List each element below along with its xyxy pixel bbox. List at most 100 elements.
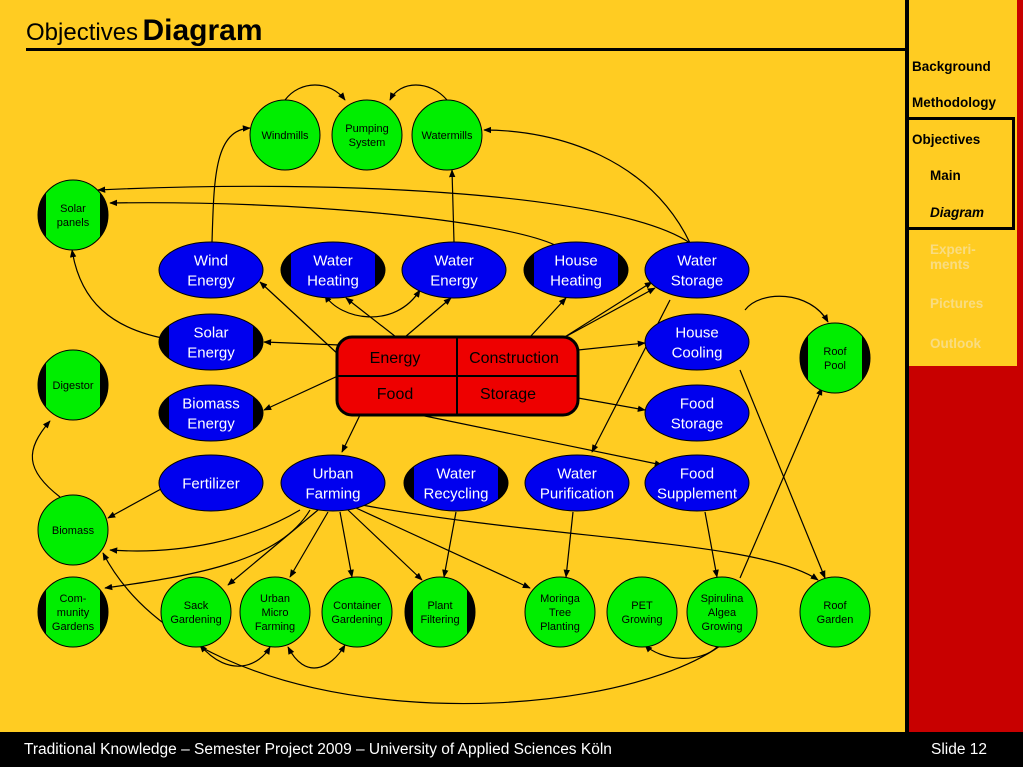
edge-urbanfarming-urbanmicro: [289, 511, 329, 578]
sidebar-panel: [907, 0, 1017, 366]
slide-number: Slide 12: [931, 741, 988, 758]
edge-energy-biomassenergy: [263, 374, 341, 411]
node-digestor-label: Digestor: [53, 380, 94, 392]
node-housecooling-shape: [644, 313, 750, 371]
nav-item-experiments[interactable]: Experi- ments: [930, 242, 976, 272]
edge-construction-waterstorage-2: [559, 281, 653, 341]
sidebar-separator: [905, 0, 909, 732]
edge-urbanfarming-plantfilter: [347, 509, 423, 581]
nav-item-diagram[interactable]: Diagram: [930, 205, 985, 220]
footer-text: Traditional Knowledge – Semester Project…: [24, 741, 612, 758]
node-watermills: Watermills: [411, 99, 483, 171]
edge-spirulina-roofpool: [739, 387, 823, 579]
edge-storage-foodsupplement: [419, 414, 663, 467]
node-container-shape: [321, 576, 393, 648]
edge-biomass-digestor: [31, 420, 61, 498]
page-title: Objectives Diagram: [26, 14, 263, 48]
nav-item-background[interactable]: Background: [912, 59, 991, 74]
node-roofgarden-shape: [799, 576, 871, 648]
edge-househeating-solarpanels: [109, 199, 556, 246]
node-pumping-shape: [331, 99, 403, 171]
node-solarenergy-fill: [169, 314, 253, 370]
node-windmills: Windmills: [249, 99, 321, 171]
node-digestor-fill: [46, 350, 100, 420]
center-cell-construction: Construction: [469, 350, 559, 367]
node-watermills-label: Watermills: [422, 130, 473, 142]
edge-spirulina-pet: [644, 644, 719, 659]
node-waterrecycling-outline: [403, 454, 509, 512]
node-waterstorage-shape: [644, 241, 750, 299]
node-solarpanels-outline: [37, 179, 109, 251]
node-watermills-shape: [411, 99, 483, 171]
node-waterenergy-shape: [401, 241, 507, 299]
edge-watermills-pumping: [389, 84, 448, 101]
title-prefix: Objectives: [26, 19, 139, 46]
node-fertilizer: Fertilizer: [158, 454, 264, 512]
node-waterrecycling-fill: [414, 455, 498, 511]
nav-item-pictures[interactable]: Pictures: [930, 296, 984, 311]
edge-spirulina-biomass: [102, 552, 721, 705]
node-biomassenergy-fill: [169, 385, 253, 441]
footer: Traditional Knowledge – Semester Project…: [0, 732, 1023, 767]
title-underline: [26, 48, 905, 51]
nav-item-outlook[interactable]: Outlook: [930, 336, 981, 351]
node-solarenergy-outline: [158, 313, 264, 371]
edge-waterstorage-watermills: [483, 126, 691, 244]
node-pet-shape: [606, 576, 678, 648]
edge-urbanfarming-sack: [227, 509, 319, 586]
edge-waterstorage-solarpanels: [97, 185, 691, 244]
edge-windenergy-windmills: [211, 125, 251, 243]
edge-solarenergy-solarpanels: [69, 249, 174, 341]
node-waterheating-outline: [280, 241, 386, 299]
node-biomass-shape: [37, 494, 109, 566]
nav-item-objectives[interactable]: Objectives: [912, 132, 981, 147]
sidebar: [905, 0, 1023, 732]
node-digestor-outline: [37, 349, 109, 421]
node-roofpool-outline: [799, 322, 871, 394]
node-urbanmicro-shape: [239, 576, 311, 648]
edge-windmills-pumping: [284, 84, 346, 101]
edge-construction-waterstorage: [564, 287, 656, 338]
edge-energy-waterenergy: [404, 297, 452, 338]
nav-item-methodology[interactable]: Methodology: [912, 95, 996, 110]
edge-energy-solarenergy: [263, 339, 341, 346]
center-hub: Energy Construction Food Storage: [335, 335, 580, 417]
edge-construction-housecooling: [577, 340, 646, 351]
node-fertilizer-shape: [158, 454, 264, 512]
center-cell-storage: Storage: [480, 386, 536, 403]
nav-item-main[interactable]: Main: [930, 168, 961, 183]
node-community-outline: [37, 576, 109, 648]
edge-urbanfarming-moringa: [355, 507, 531, 589]
